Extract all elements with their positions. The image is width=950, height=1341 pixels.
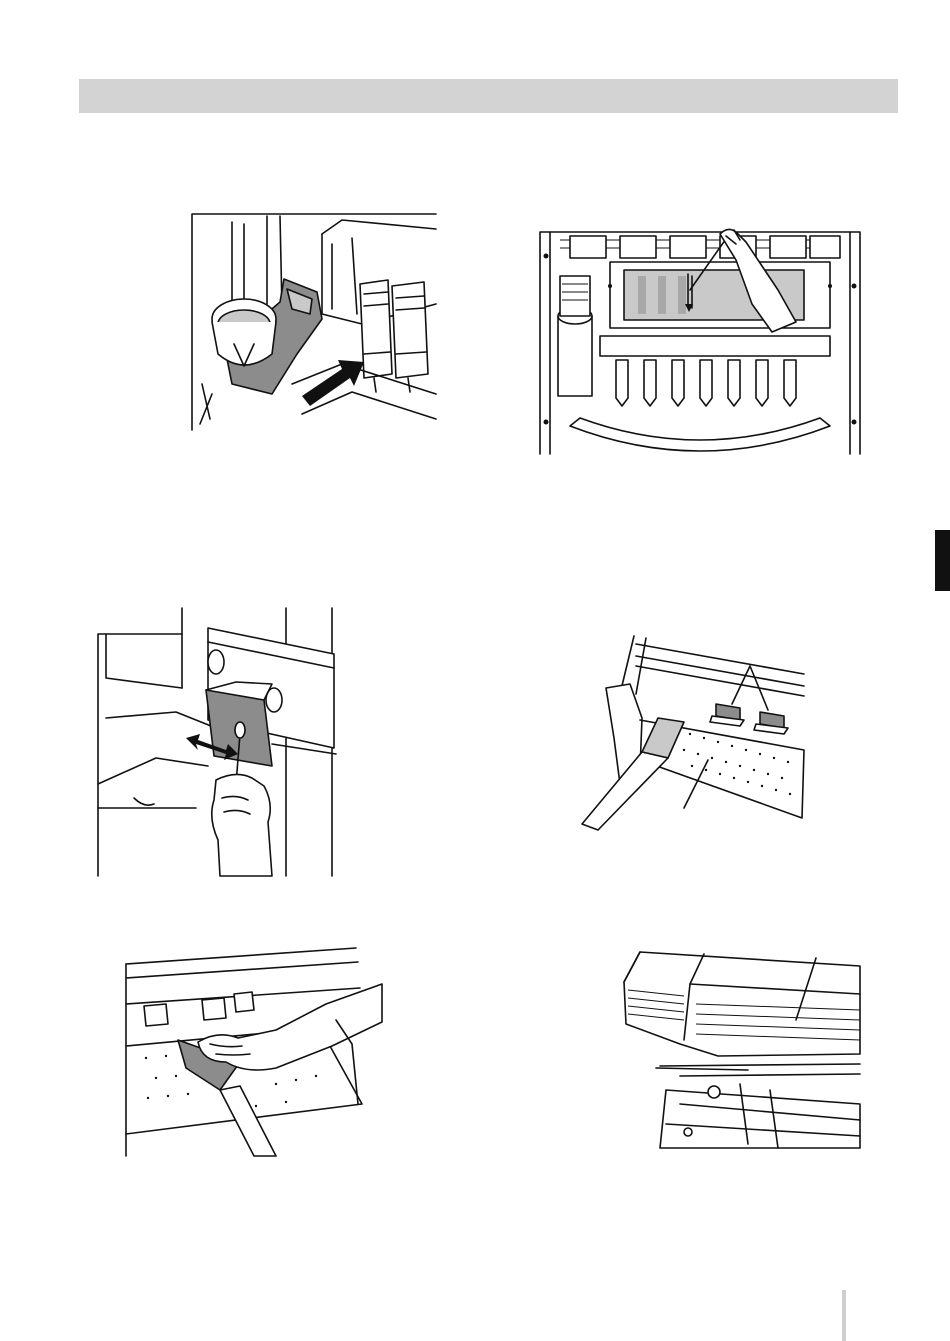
figure-head-area-cleaning xyxy=(540,226,860,454)
figure-platen-stick xyxy=(580,634,804,840)
section-header-bar xyxy=(79,79,898,113)
figure-swab-cleaning xyxy=(96,608,342,876)
figure-cap-tray-insertion xyxy=(192,214,436,430)
page-number-rule xyxy=(842,1290,846,1341)
figure-front-cover xyxy=(620,944,866,1148)
chapter-index-tab xyxy=(935,530,950,591)
figure-wipe-platen xyxy=(126,944,382,1156)
